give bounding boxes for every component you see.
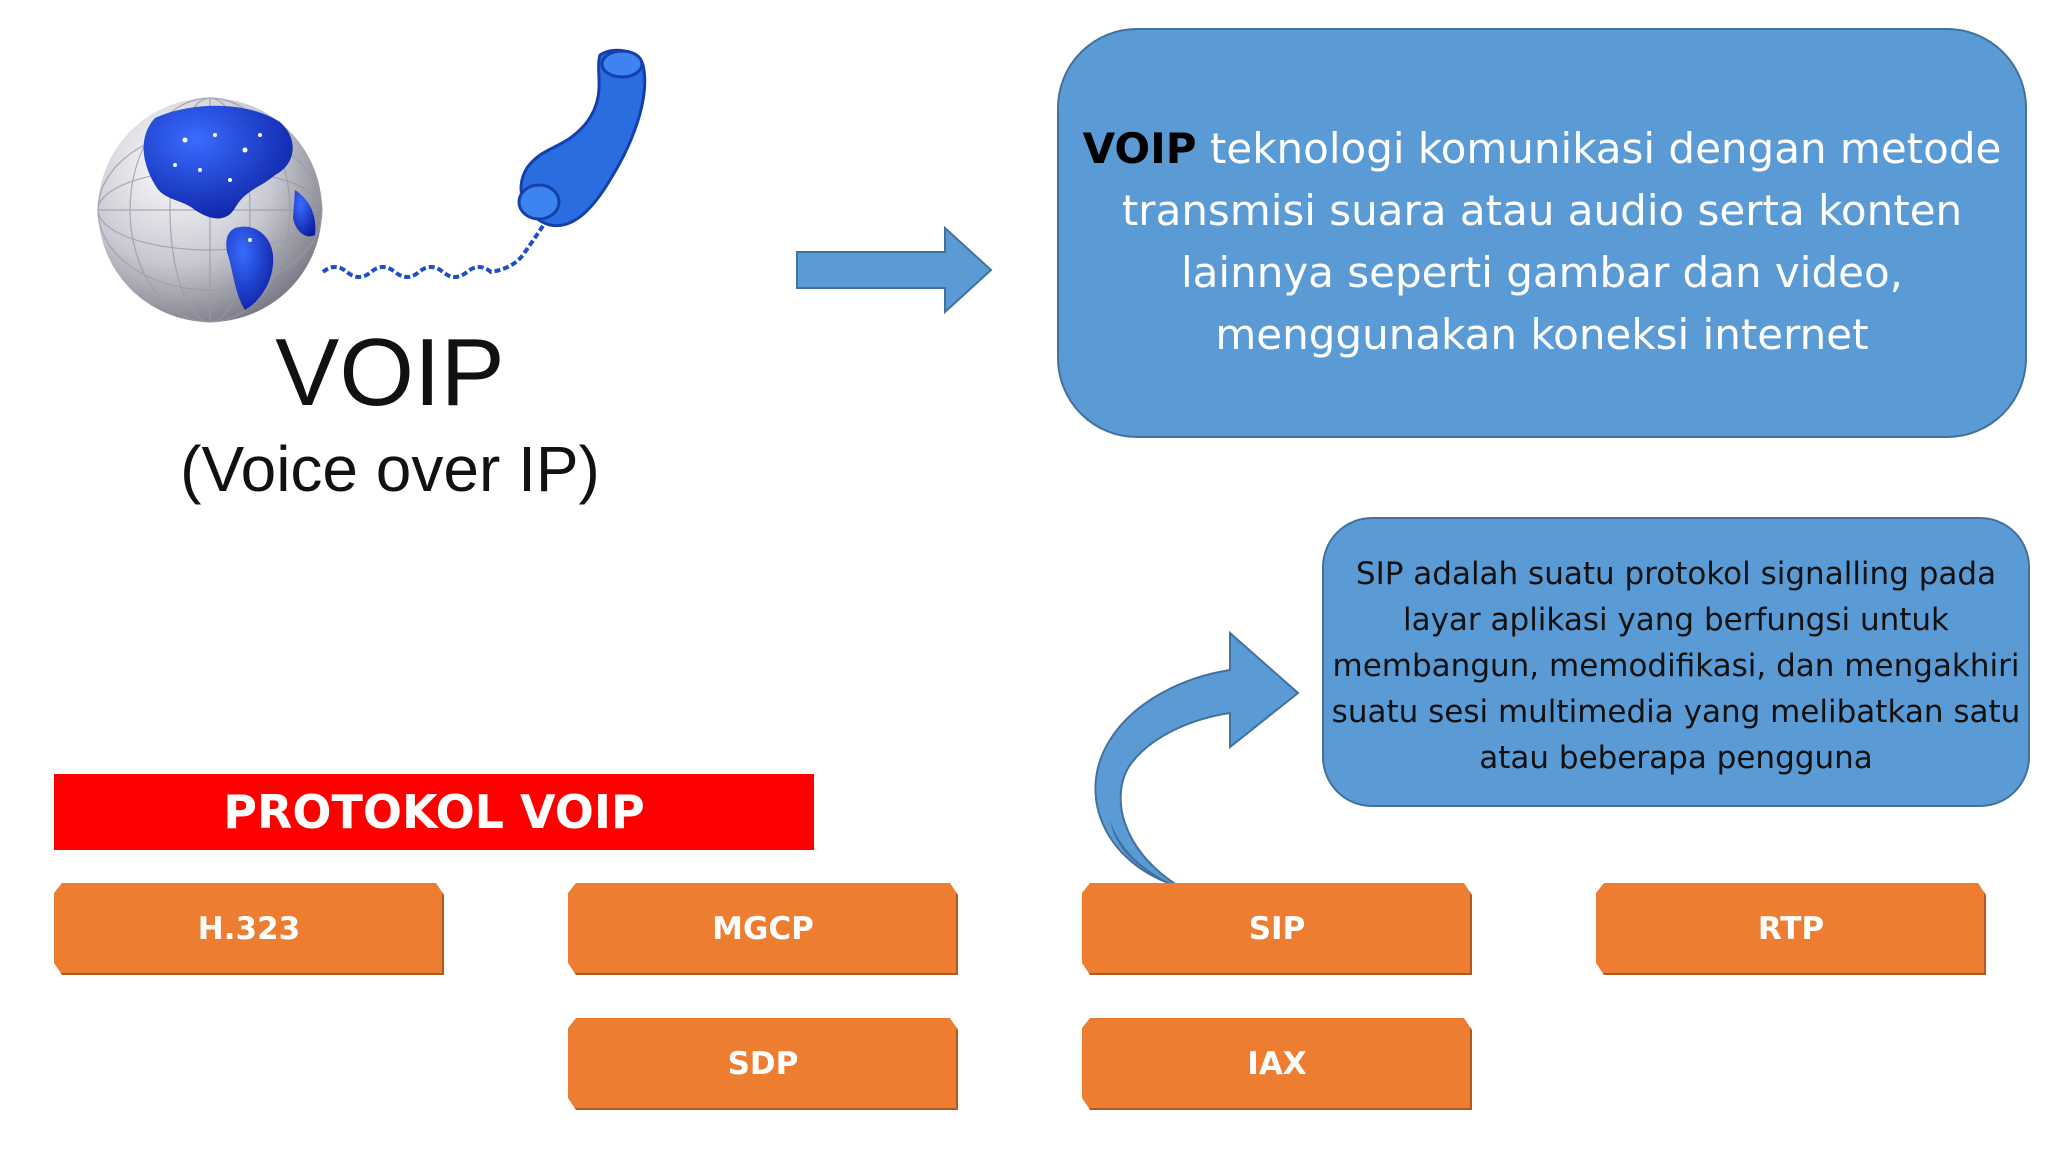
protocol-sdp[interactable]: SDP xyxy=(568,1018,958,1110)
protocol-h323[interactable]: H.323 xyxy=(54,883,444,975)
globe-phone-illustration xyxy=(97,48,647,323)
globe-icon xyxy=(97,97,323,323)
telephone-handset-icon xyxy=(517,48,647,228)
voip-title: VOIP xyxy=(275,319,505,426)
definition-term: VOIP xyxy=(1082,124,1197,173)
protocol-voip-heading: PROTOKOL VOIP xyxy=(54,774,814,850)
curved-arrow-icon xyxy=(1094,630,1300,888)
protocol-sip[interactable]: SIP xyxy=(1082,883,1472,975)
protocol-mgcp[interactable]: MGCP xyxy=(568,883,958,975)
voip-subtitle: (Voice over IP) xyxy=(180,433,600,505)
sip-definition-box: SIP adalah suatu protokol signalling pad… xyxy=(1322,517,2030,807)
protocol-rtp[interactable]: RTP xyxy=(1596,883,1986,975)
definition-text: teknologi komunikasi dengan metode trans… xyxy=(1121,124,2002,359)
right-arrow-icon xyxy=(796,225,993,315)
voip-definition-box: VOIP teknologi komunikasi dengan metode … xyxy=(1057,28,2027,438)
protocol-iax[interactable]: IAX xyxy=(1082,1018,1472,1110)
phone-cord xyxy=(321,218,549,279)
